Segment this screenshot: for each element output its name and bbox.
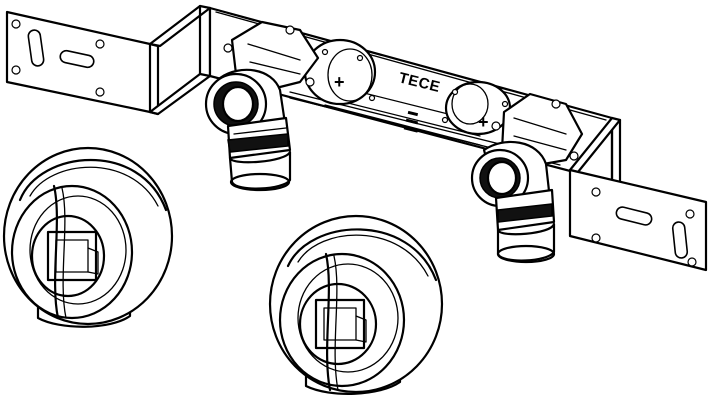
screw-hole <box>95 87 105 97</box>
rivet <box>441 116 449 124</box>
left-bracket-wing <box>5 10 160 116</box>
clamp-screw <box>223 43 233 53</box>
rivet <box>451 88 459 96</box>
screw-hole <box>11 65 21 75</box>
rivet <box>356 54 364 62</box>
clamp-screw <box>305 77 315 87</box>
right-elbow-fitting <box>470 92 584 264</box>
screw-hole <box>95 39 105 49</box>
right-insulation-shell <box>268 214 444 395</box>
clamp-screw <box>551 99 561 109</box>
label-mark <box>405 118 419 125</box>
rivet <box>368 94 376 102</box>
left-horizontal-slot <box>59 49 95 69</box>
screw-hole <box>685 209 695 219</box>
screw-hole <box>591 187 601 197</box>
screw-hole <box>687 257 697 267</box>
screw-hole <box>11 19 21 29</box>
right-bracket-wing <box>568 168 708 272</box>
label-mark <box>407 110 419 117</box>
clamp-screw <box>285 25 295 35</box>
left-vertical-slot <box>27 29 45 67</box>
label-mark <box>403 126 419 133</box>
clamp-screw <box>569 151 579 161</box>
plus-sign-right: + <box>478 112 489 132</box>
right-vertical-slot <box>671 221 689 259</box>
plus-sign-left: + <box>334 72 345 92</box>
right-horizontal-slot <box>615 206 653 226</box>
screw-hole <box>591 233 601 243</box>
rivet <box>501 100 509 108</box>
rivet <box>321 48 329 56</box>
left-insulation-shell <box>2 146 174 328</box>
left-elbow-fitting <box>204 20 320 192</box>
clamp-screw <box>491 121 501 131</box>
